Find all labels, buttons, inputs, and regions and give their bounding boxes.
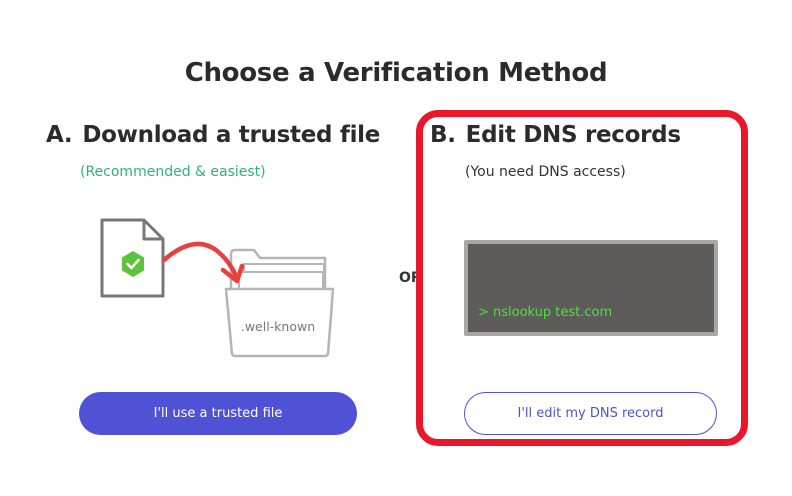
page-title: Choose a Verification Method <box>184 58 608 88</box>
option-a-heading: A. Download a trusted file <box>46 122 380 148</box>
option-a-letter: A. <box>46 122 73 148</box>
edit-dns-record-button[interactable]: I'll edit my DNS record <box>464 392 717 435</box>
option-b-subtitle: (You need DNS access) <box>465 164 626 180</box>
option-b-title: Edit DNS records <box>465 122 681 148</box>
option-a-title: Download a trusted file <box>82 122 381 148</box>
option-b-letter: B. <box>430 122 456 148</box>
or-divider: OR <box>399 270 422 286</box>
option-b-heading: B. Edit DNS records <box>430 122 681 148</box>
terminal-window: > nslookup test.com <box>464 240 718 336</box>
document-check-icon <box>100 218 165 298</box>
terminal-command: > nslookup test.com <box>478 305 613 320</box>
option-a-subtitle: (Recommended & easiest) <box>80 164 266 180</box>
curved-arrow-icon <box>161 241 245 284</box>
folder-icon: .well-known <box>224 248 335 358</box>
use-trusted-file-button[interactable]: I'll use a trusted file <box>79 392 357 435</box>
folder-label: .well-known <box>241 319 315 334</box>
file-to-folder-illustration: .well-known <box>100 218 335 358</box>
